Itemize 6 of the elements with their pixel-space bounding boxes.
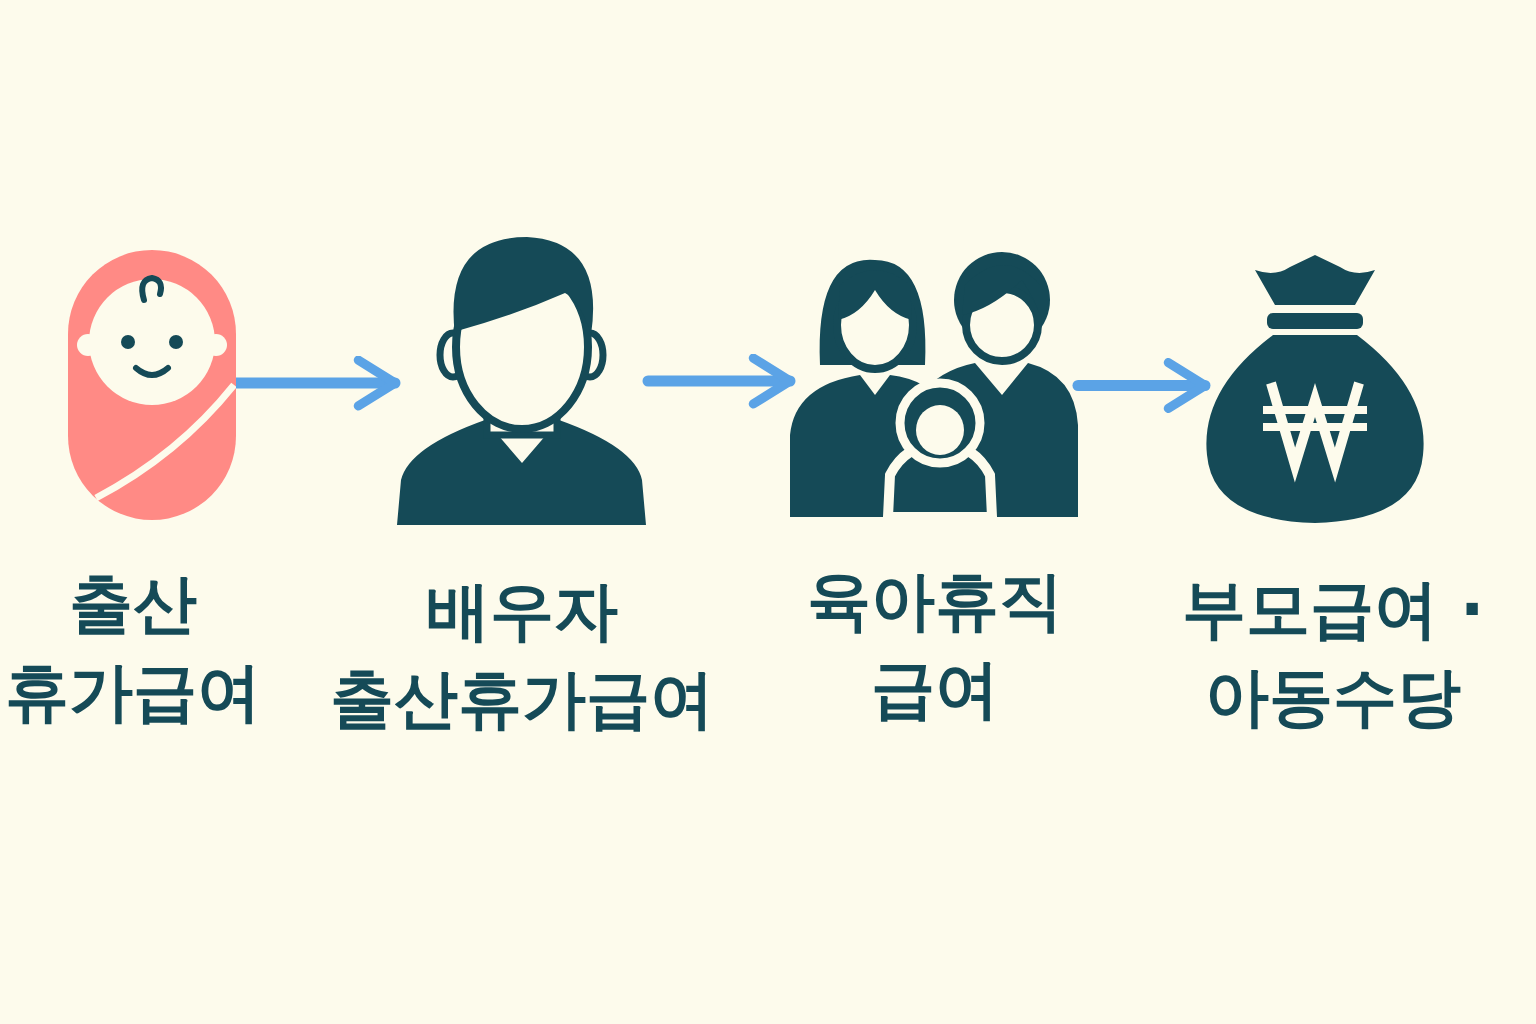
arrow — [1072, 358, 1211, 413]
caption-text: 부모급여 · 아동수당 — [1180, 571, 1486, 736]
caption-text: 배우자 출산휴가급여 — [329, 573, 715, 738]
caption-text: 육아휴직 급여 — [806, 563, 1064, 728]
caption-text: 출산 휴가급여 — [4, 566, 262, 731]
arrow — [642, 353, 796, 409]
